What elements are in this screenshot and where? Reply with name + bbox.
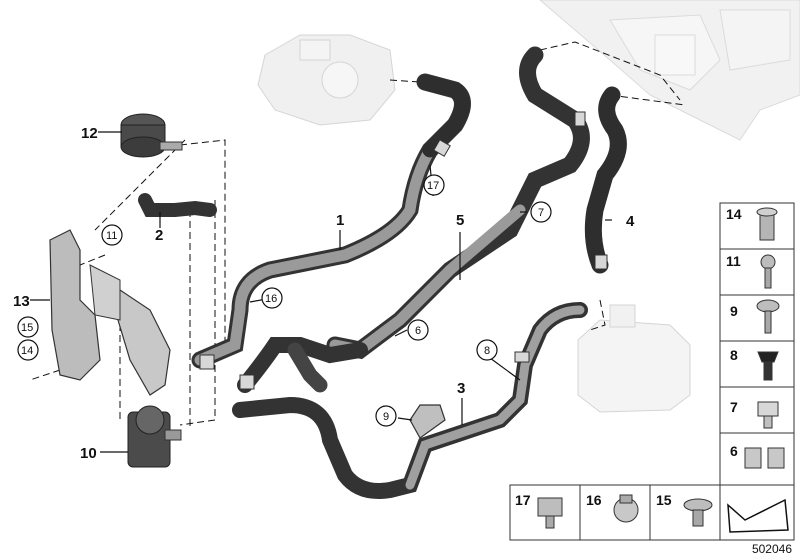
part-label-16: 16 (586, 492, 602, 508)
callout-12: 12 (81, 125, 98, 142)
pump-ghost-top (257, 34, 396, 126)
expansion-tank-ghost (577, 304, 691, 413)
pipe-bracket-9 (409, 404, 446, 439)
leader-lines (30, 131, 612, 453)
pump-12 (120, 113, 183, 158)
callout-5: 5 (456, 212, 464, 229)
callout-13: 13 (13, 293, 30, 310)
callout-8: 8 (484, 345, 490, 357)
callout-3: 3 (457, 380, 465, 397)
callout-10: 10 (80, 445, 97, 462)
part-icons (537, 207, 789, 533)
part-label-15: 15 (656, 492, 672, 508)
callout-9: 9 (383, 411, 389, 423)
callout-15: 15 (21, 322, 33, 334)
clip-marks (199, 111, 608, 390)
callout-1: 1 (336, 212, 344, 229)
callout-6: 6 (415, 325, 421, 337)
part-label-11: 11 (726, 253, 741, 269)
callout-16: 16 (265, 293, 277, 305)
callout-2: 2 (155, 227, 163, 244)
part-label-14: 14 (726, 206, 742, 222)
callout-4: 4 (626, 213, 635, 230)
parts-panel-labels: 14 11 9 8 7 6 17 16 15 (515, 206, 742, 508)
part-label-9: 9 (730, 303, 738, 319)
parts-panel-column (719, 202, 795, 486)
hose-2 (138, 193, 217, 217)
part-label-7: 7 (730, 399, 738, 415)
circled-callouts (17, 174, 552, 427)
circled-callout-text: 17 7 6 8 9 16 11 15 14 (21, 180, 544, 423)
valve-10 (127, 405, 182, 468)
callout-14: 14 (21, 345, 33, 357)
part-label-6: 6 (730, 443, 738, 459)
callout-7: 7 (538, 207, 544, 219)
hose-4 (584, 86, 627, 274)
bracket-13 (49, 229, 171, 396)
diagram-number: 502046 (751, 542, 792, 556)
callout-17: 17 (427, 180, 439, 192)
part-label-17: 17 (515, 492, 531, 508)
part-label-8: 8 (730, 347, 738, 363)
engine-block-ghost (539, 0, 800, 141)
callout-labels: 12 13 10 2 1 5 4 3 (13, 125, 635, 462)
callout-11: 11 (106, 230, 117, 242)
